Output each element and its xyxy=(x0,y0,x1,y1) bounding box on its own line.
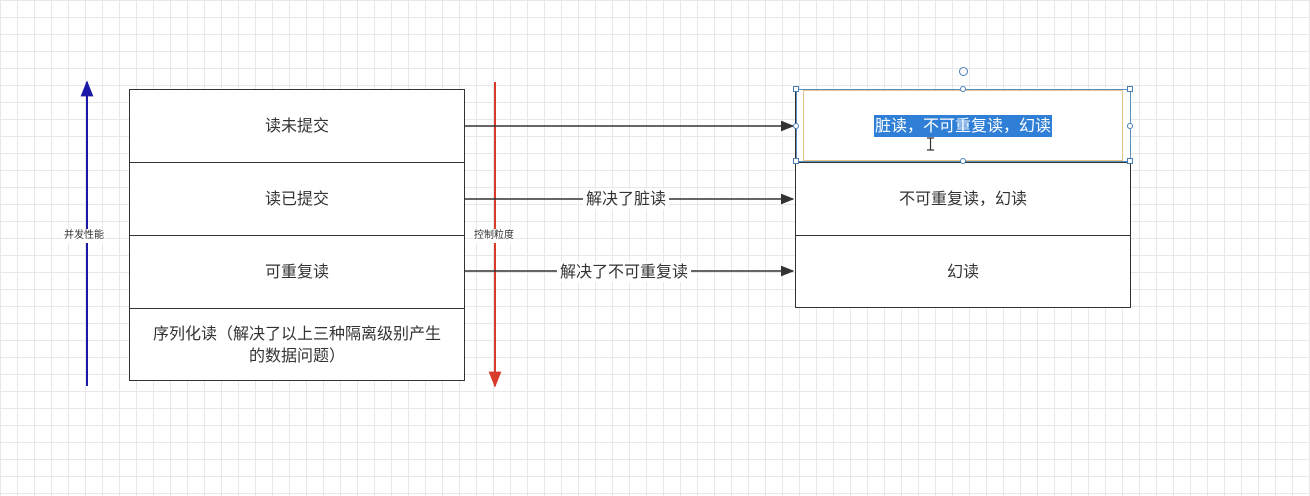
isolation-level-stack: 读未提交 读已提交 可重复读 序列化读（解决了以上三种隔离级别产生的数据问题） xyxy=(129,89,465,381)
resize-handle-top-right[interactable] xyxy=(1127,86,1133,92)
edge-label-fixes-dirty-read[interactable]: 解决了脏读 xyxy=(583,189,670,209)
resize-handle-bottom-right[interactable] xyxy=(1127,158,1133,164)
problem-cell[interactable]: 幻读 xyxy=(796,236,1130,308)
resize-handle-bottom-left[interactable] xyxy=(793,158,799,164)
resize-handle-left[interactable] xyxy=(793,123,799,129)
problem-cell[interactable]: 不可重复读，幻读 xyxy=(796,163,1130,236)
isolation-level-label: 读未提交 xyxy=(264,116,329,135)
isolation-level-cell[interactable]: 序列化读（解决了以上三种隔离级别产生的数据问题） xyxy=(130,309,464,381)
resize-handle-top[interactable] xyxy=(960,86,966,92)
concurrency-axis-label[interactable]: 并发性能 xyxy=(63,229,105,243)
problem-cell-selected[interactable]: 脏读，不可重复读，幻读 xyxy=(796,90,1130,163)
resize-handle-top-left[interactable] xyxy=(793,86,799,92)
resize-handle-right[interactable] xyxy=(1127,123,1133,129)
edge-label-fixes-nonrepeatable-read[interactable]: 解决了不可重复读 xyxy=(557,262,692,282)
problem-label: 幻读 xyxy=(946,262,979,281)
problem-label: 不可重复读，幻读 xyxy=(898,189,1027,208)
rotate-handle[interactable] xyxy=(959,67,968,76)
resize-handle-bottom[interactable] xyxy=(960,158,966,164)
isolation-level-label: 序列化读（解决了以上三种隔离级别产生的数据问题） xyxy=(152,324,441,365)
isolation-level-cell[interactable]: 读已提交 xyxy=(130,163,464,236)
control-axis-label[interactable]: 控制粒度 xyxy=(473,229,515,243)
isolation-level-label: 可重复读 xyxy=(264,262,329,281)
isolation-level-cell[interactable]: 读未提交 xyxy=(130,90,464,163)
problem-label-selected-text[interactable]: 脏读，不可重复读，幻读 xyxy=(873,115,1052,137)
isolation-level-cell[interactable]: 可重复读 xyxy=(130,236,464,309)
concurrency-problem-stack: 脏读，不可重复读，幻读 不可重复读，幻读 幻读 xyxy=(795,89,1131,308)
isolation-level-label: 读已提交 xyxy=(264,189,329,208)
